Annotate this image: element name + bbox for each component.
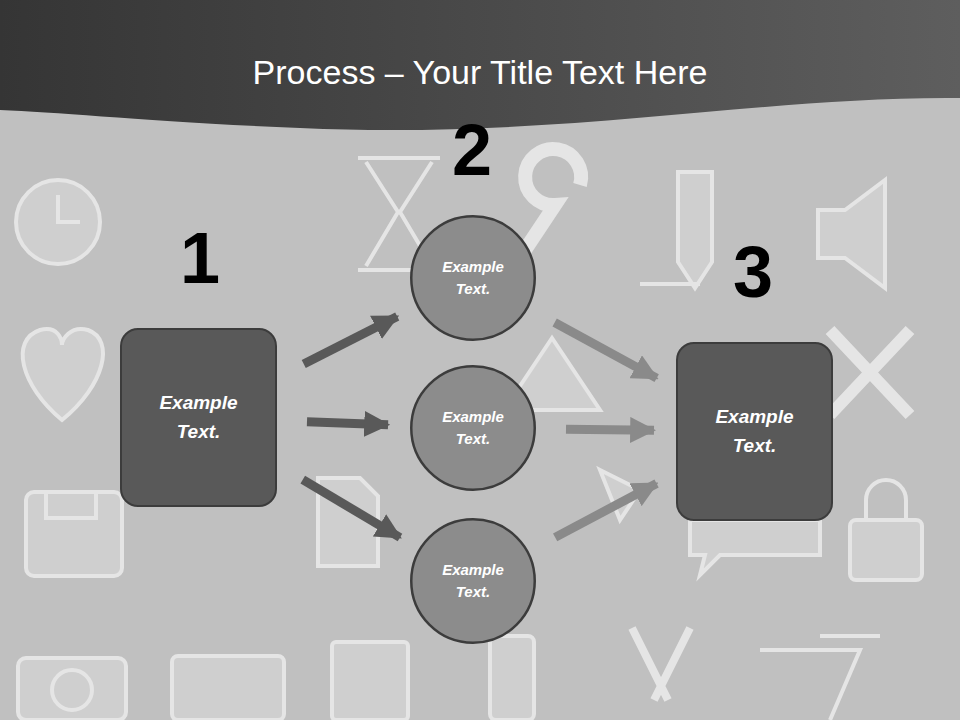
flow-arrow xyxy=(555,323,657,379)
pencil-icon xyxy=(678,172,712,288)
node-text: Example Text. xyxy=(431,406,515,451)
flow-arrow xyxy=(307,422,388,425)
process-circle: Example Text. xyxy=(410,215,536,341)
floppy-shutter xyxy=(46,492,96,518)
cross-icon xyxy=(830,330,910,415)
circle-outline xyxy=(410,518,536,644)
circle-fill xyxy=(411,519,534,642)
circle-fill xyxy=(411,366,534,489)
heart-icon xyxy=(23,329,103,420)
padlock-icon xyxy=(850,520,922,580)
process-circle: Example Text. xyxy=(410,365,536,491)
camera-lens xyxy=(52,670,92,710)
speech-icon xyxy=(690,520,820,575)
node-text: Example Text. xyxy=(699,403,811,460)
circle-outline xyxy=(410,215,536,341)
speaker-icon xyxy=(818,180,885,288)
monitor-icon xyxy=(172,656,284,720)
step-number: 3 xyxy=(733,236,773,308)
flow-arrow xyxy=(303,480,400,538)
pencil-line xyxy=(640,282,700,286)
camera-icon xyxy=(18,658,126,720)
node-text: Example Text. xyxy=(143,389,255,446)
process-circle: Example Text. xyxy=(410,518,536,644)
icon-pattern xyxy=(16,149,922,720)
flow-arrow xyxy=(304,317,397,365)
circle-fill xyxy=(411,216,534,339)
flow-arrow xyxy=(566,429,654,430)
tablet-icon xyxy=(332,642,408,720)
process-box: Example Text. xyxy=(120,328,277,507)
slide-title: Process – Your Title Text Here xyxy=(0,52,960,93)
flow-arrow xyxy=(555,484,656,538)
clock-icon xyxy=(16,180,100,264)
scissors-icon xyxy=(632,628,690,700)
padlock-shackle xyxy=(866,480,906,520)
phone-icon xyxy=(490,636,534,720)
circle-outline xyxy=(410,365,536,491)
header-band xyxy=(0,0,960,130)
clock-hands xyxy=(58,195,80,222)
process-box: Example Text. xyxy=(676,342,833,521)
node-text: Example Text. xyxy=(431,256,515,301)
node-text: Example Text. xyxy=(431,559,515,604)
step-number: 2 xyxy=(452,114,492,186)
wrench-icon xyxy=(525,149,581,250)
cart-icon xyxy=(760,636,880,720)
step-number: 1 xyxy=(180,222,220,294)
floppy-icon xyxy=(26,492,122,576)
